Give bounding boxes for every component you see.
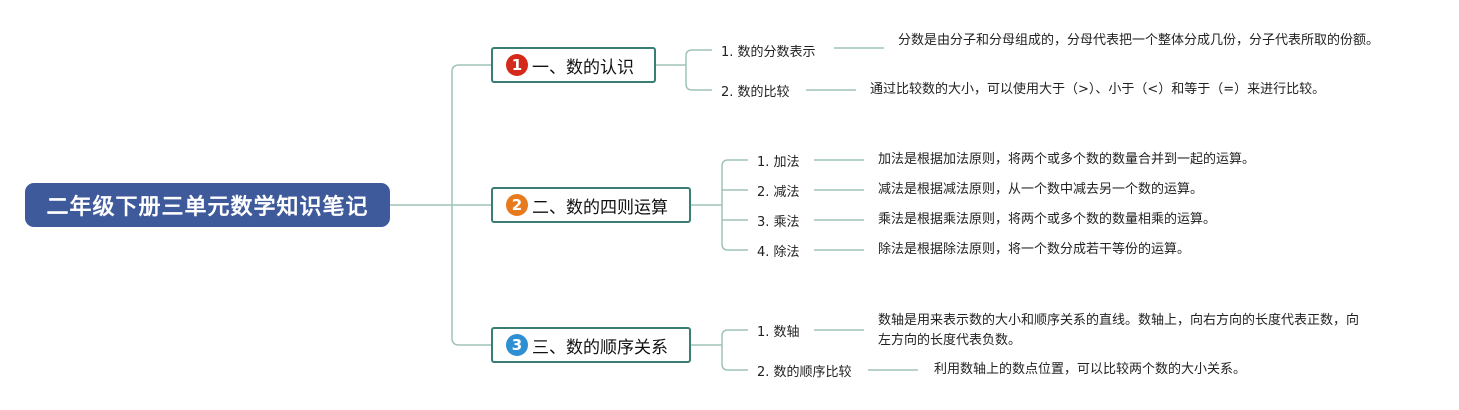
b2-item4-desc: 除法是根据除法原则，将一个数分成若干等份的运算。 [878,242,1191,257]
branch-3-topic[interactable]: 3 三、数的顺序关系 [491,327,691,363]
branch-1-topic[interactable]: 1 一、数的认识 [491,47,656,83]
b1-item2-label[interactable]: 2. 数的比较 [721,85,790,100]
b1-item2-desc: 通过比较数的大小，可以使用大于（>）、小于（<）和等于（=）来进行比较。 [870,82,1326,97]
b2-item3-label[interactable]: 3. 乘法 [757,215,800,230]
branch-2-vertical [721,159,729,251]
number-badge-2: 2 [506,194,528,216]
b2-item1-label[interactable]: 1. 加法 [757,155,800,170]
root-topic[interactable]: 二年级下册三单元数学知识笔记 [25,183,390,227]
branch-3-vertical [721,329,729,371]
branch-1-vertical [685,49,693,91]
b3-item1-label[interactable]: 1. 数轴 [757,325,800,340]
branch-2-topic[interactable]: 2 二、数的四则运算 [491,187,691,223]
b3-item2-desc: 利用数轴上的数点位置，可以比较两个数的大小关系。 [934,362,1247,377]
number-badge-1: 1 [506,54,528,76]
branch-1-title: 一、数的认识 [532,57,634,78]
b2-item3-desc: 乘法是根据乘法原则，将两个或多个数的数量相乘的运算。 [878,212,1217,227]
b2-item4-label[interactable]: 4. 除法 [757,245,800,260]
number-badge-3: 3 [506,334,528,356]
branch-3-title: 三、数的顺序关系 [532,337,668,358]
b3-item2-label[interactable]: 2. 数的顺序比较 [757,365,852,380]
b2-item2-desc: 减法是根据减法原则，从一个数中减去另一个数的运算。 [878,182,1204,197]
b1-item1-desc: 分数是由分子和分母组成的，分母代表把一个整体分成几份，分子代表所取的份额。 [898,33,1380,48]
b2-item1-desc: 加法是根据加法原则，将两个或多个数的数量合并到一起的运算。 [878,152,1256,167]
b2-item2-label[interactable]: 2. 减法 [757,185,800,200]
b3-item1-desc: 数轴是用来表示数的大小和顺序关系的直线。数轴上，向右方向的长度代表正数，向左方向… [878,313,1360,348]
b1-item1-label[interactable]: 1. 数的分数表示 [721,45,816,60]
branch-2-title: 二、数的四则运算 [532,197,668,218]
